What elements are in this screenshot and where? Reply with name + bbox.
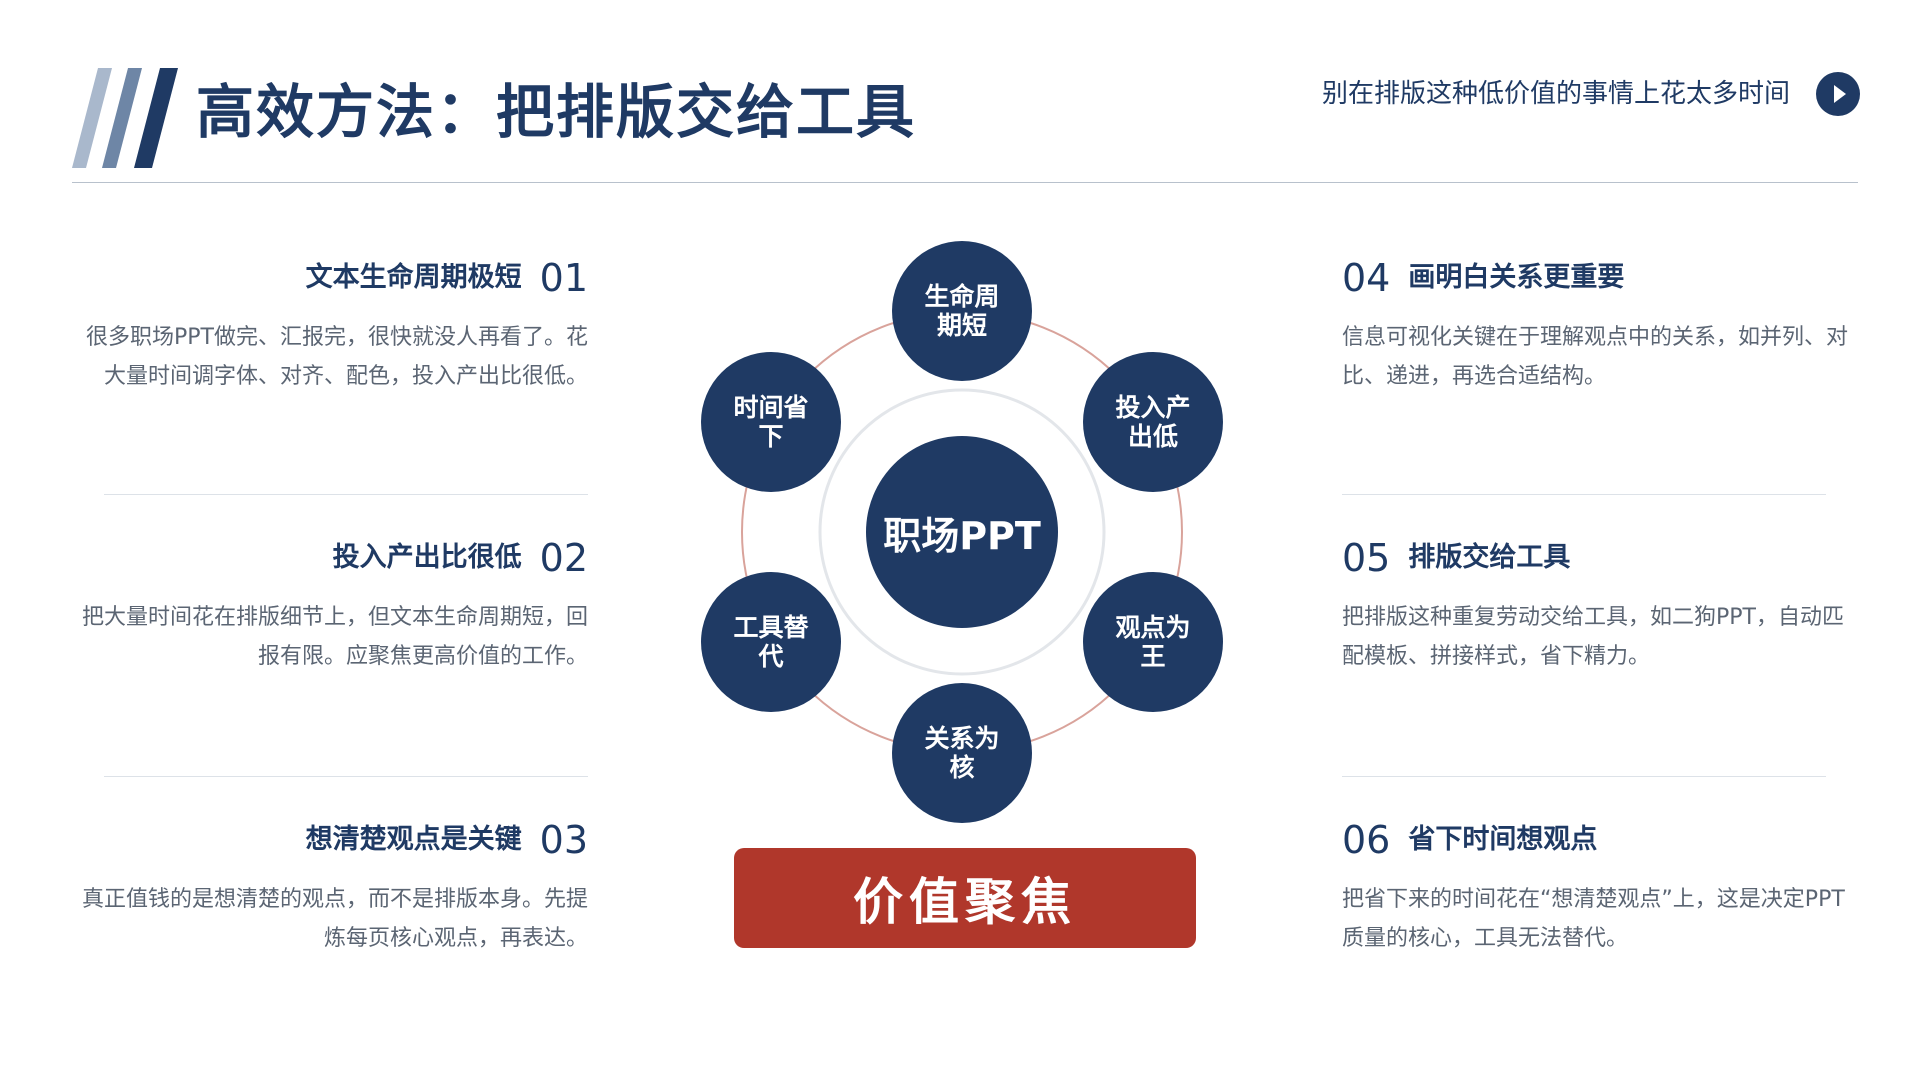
point-02: 投入产出比很低 02 把大量时间花在排版细节上，但文本生命周期短，回报有限。应聚… bbox=[72, 534, 588, 676]
point-heading: 想清楚观点是关键 bbox=[305, 824, 522, 855]
point-heading: 省下时间想观点 bbox=[1408, 824, 1598, 855]
page-title: 高效方法：把排版交给工具 bbox=[196, 78, 917, 146]
point-number: 01 bbox=[539, 256, 588, 300]
point-number: 05 bbox=[1342, 536, 1391, 580]
divider bbox=[104, 776, 588, 777]
diagram-hub: 职场PPT bbox=[866, 436, 1058, 628]
point-body: 很多职场PPT做完、汇报完，很快就没人再看了。花大量时间调字体、对齐、配色，投入… bbox=[86, 325, 588, 389]
cycle-diagram: 职场PPT 生命周期短 投入产出低 观点为王 关系为核 工具替代 时间省下 bbox=[700, 236, 1230, 836]
diagram-node: 观点为王 bbox=[1084, 573, 1222, 711]
point-body: 信息可视化关键在于理解观点中的关系，如并列、对比、递进，再选合适结构。 bbox=[1342, 325, 1849, 389]
value-focus-button[interactable]: 价值聚焦 bbox=[734, 848, 1196, 948]
point-01: 文本生命周期极短 01 很多职场PPT做完、汇报完，很快就没人再看了。花大量时间… bbox=[72, 254, 588, 396]
divider bbox=[1342, 776, 1826, 777]
point-05: 05 排版交给工具 把排版这种重复劳动交给工具，如二狗PPT，自动匹配模板、拼接… bbox=[1342, 534, 1858, 676]
point-body: 真正值钱的是想清楚的观点，而不是排版本身。先提炼每页核心观点，再表达。 bbox=[81, 887, 588, 951]
title-stripes-decoration bbox=[72, 68, 178, 168]
point-number: 02 bbox=[539, 536, 588, 580]
point-number: 06 bbox=[1342, 818, 1391, 862]
point-heading: 投入产出比很低 bbox=[332, 542, 522, 573]
diagram-node: 工具替代 bbox=[702, 573, 840, 711]
point-heading: 画明白关系更重要 bbox=[1408, 262, 1625, 293]
diagram-node: 生命周期短 bbox=[893, 242, 1031, 380]
divider bbox=[104, 494, 588, 495]
diagram-node: 时间省下 bbox=[702, 353, 840, 491]
point-body: 把排版这种重复劳动交给工具，如二狗PPT，自动匹配模板、拼接样式，省下精力。 bbox=[1342, 605, 1844, 669]
point-body: 把省下来的时间花在“想清楚观点”上，这是决定PPT质量的核心，工具无法替代。 bbox=[1342, 887, 1845, 951]
point-06: 06 省下时间想观点 把省下来的时间花在“想清楚观点”上，这是决定PPT质量的核… bbox=[1342, 816, 1858, 958]
page-subtitle: 别在排版这种低价值的事情上花太多时间 bbox=[1321, 79, 1790, 109]
point-heading: 文本生命周期极短 bbox=[305, 262, 522, 293]
point-number: 03 bbox=[539, 818, 588, 862]
diagram-node: 关系为核 bbox=[893, 684, 1031, 822]
divider bbox=[1342, 494, 1826, 495]
point-04: 04 画明白关系更重要 信息可视化关键在于理解观点中的关系，如并列、对比、递进，… bbox=[1342, 254, 1858, 396]
point-heading: 排版交给工具 bbox=[1408, 542, 1571, 573]
point-body: 把大量时间花在排版细节上，但文本生命周期短，回报有限。应聚焦更高价值的工作。 bbox=[81, 605, 588, 669]
point-number: 04 bbox=[1342, 256, 1391, 300]
point-03: 想清楚观点是关键 03 真正值钱的是想清楚的观点，而不是排版本身。先提炼每页核心… bbox=[72, 816, 588, 958]
play-circle-icon[interactable] bbox=[1816, 72, 1860, 116]
diagram-node: 投入产出低 bbox=[1084, 353, 1222, 491]
inner-ring bbox=[818, 388, 1106, 676]
header-divider bbox=[72, 182, 1858, 183]
